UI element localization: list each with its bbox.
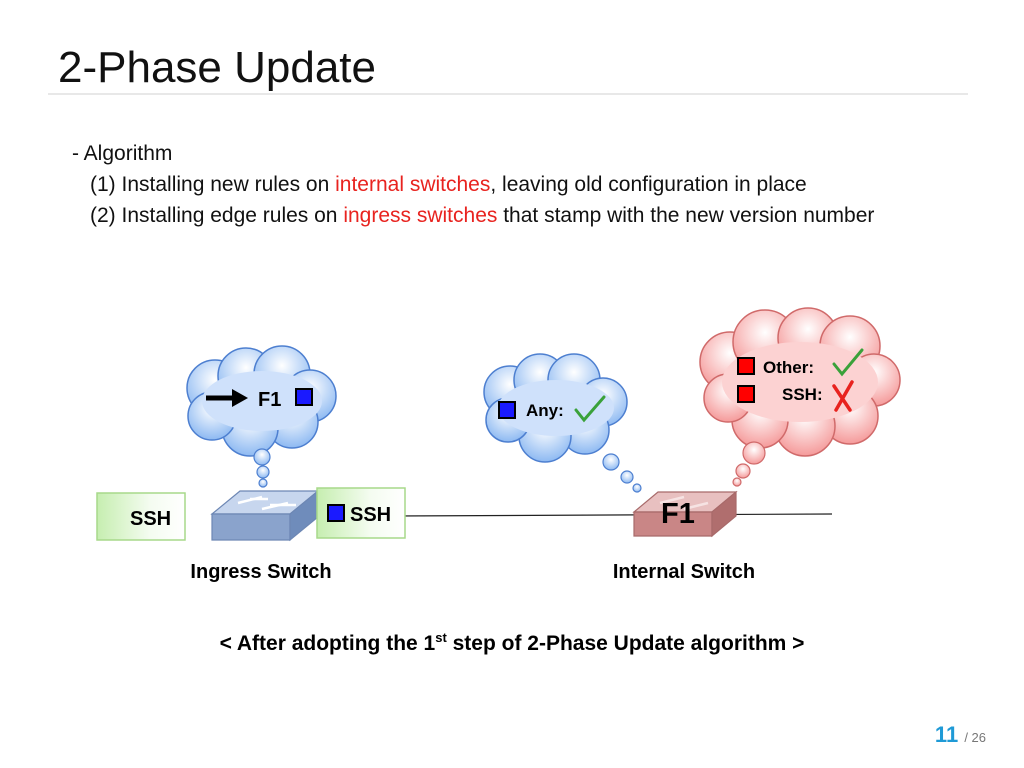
- step-2-text-a: (2) Installing edge rules on: [90, 204, 344, 227]
- step-2-highlight: ingress switches: [343, 204, 498, 227]
- step-2-text-b: that stamp with the new version number: [497, 204, 875, 227]
- thought-bubble-dot: [258, 478, 268, 488]
- thought-bubble-dot: [602, 453, 620, 471]
- step-1-text-a: (1) Installing new rules on: [90, 173, 336, 196]
- any-cloud-label: Any:: [526, 401, 564, 420]
- algorithm-step-1: (1) Installing new rules on internal swi…: [72, 169, 874, 200]
- thought-bubble-dot: [253, 448, 271, 466]
- packet-right-label: SSH: [350, 504, 391, 526]
- title-divider: [48, 93, 968, 95]
- caption-pre: < After adopting the 1: [219, 632, 436, 655]
- step-1-text-b: , leaving old configuration in place: [490, 173, 807, 196]
- ssh-rule-label: SSH:: [782, 385, 823, 404]
- caption-post: step of 2-Phase Update algorithm >: [446, 632, 805, 655]
- internal-switch-text: F1: [661, 498, 695, 530]
- step-1-highlight: internal switches: [335, 173, 491, 196]
- caption-sup: st: [435, 630, 447, 645]
- thought-bubble-dot: [742, 441, 766, 465]
- thought-bubble-dot: [620, 470, 634, 484]
- internal-switch-icon: [632, 490, 738, 538]
- algorithm-text: - Algorithm (1) Installing new rules on …: [72, 138, 874, 231]
- ingress-switch-icon: [210, 489, 320, 542]
- any-rule-cloud: [483, 353, 642, 493]
- algorithm-heading: - Algorithm: [72, 142, 173, 165]
- slide-title: 2-Phase Update: [58, 43, 376, 92]
- page-current: 11: [934, 722, 959, 747]
- packet-right: SSH: [316, 487, 406, 539]
- check-icon: [574, 395, 606, 423]
- other-rule-label: Other:: [763, 358, 814, 377]
- blue-tag-icon: [295, 388, 313, 406]
- packet-left-label: SSH: [130, 508, 171, 530]
- thought-bubble-dot: [735, 463, 751, 479]
- page-number: 11 / 26: [935, 722, 986, 748]
- link-line: [391, 513, 833, 517]
- check-icon: [832, 348, 864, 377]
- ingress-rule-cloud: [186, 345, 337, 488]
- thought-bubble-dot: [632, 483, 642, 493]
- arrow-right-icon: [206, 389, 248, 407]
- internal-switch-label: Internal Switch: [613, 561, 755, 583]
- algorithm-step-2: (2) Installing edge rules on ingress swi…: [72, 200, 874, 231]
- ingress-cloud-label: F1: [258, 389, 281, 411]
- thought-bubble-dot: [256, 465, 270, 479]
- cross-icon: [832, 380, 854, 412]
- red-tag-icon: [737, 357, 755, 375]
- ingress-switch-label: Ingress Switch: [190, 561, 331, 583]
- diagram-caption: < After adopting the 1st step of 2-Phase…: [0, 630, 1024, 656]
- blue-tag-icon: [498, 401, 516, 419]
- thought-bubble-dot: [732, 477, 742, 487]
- blue-tag-icon: [327, 504, 345, 522]
- red-tag-icon: [737, 385, 755, 403]
- page-total: / 26: [964, 730, 986, 745]
- packet-left: SSH: [96, 492, 186, 541]
